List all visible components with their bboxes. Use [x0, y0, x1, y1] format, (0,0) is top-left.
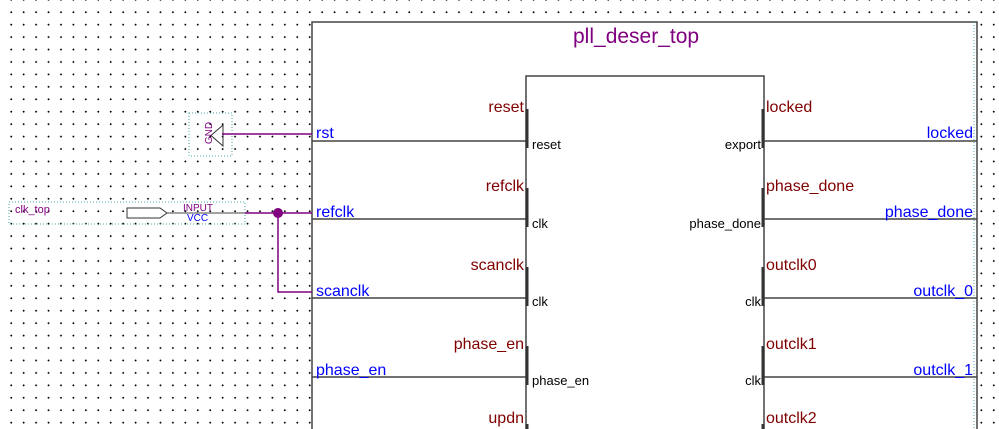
pin-label: refclk: [485, 178, 524, 195]
input-pin-type: INPUT: [183, 203, 213, 214]
inner-port-label: phase_done: [689, 216, 761, 231]
wires: [312, 140, 977, 378]
pin-label: phase_en: [453, 336, 524, 353]
port-label[interactable]: outclk_0: [913, 283, 973, 300]
junction-dot: [273, 208, 283, 218]
inner-block[interactable]: [525, 75, 765, 429]
pin-label: locked: [766, 99, 813, 116]
inner-port-label: clk: [745, 294, 761, 309]
pin-label: updn: [488, 410, 524, 427]
inner-port-label: reset: [532, 137, 561, 152]
input-pin-default: VCC: [187, 213, 209, 224]
port-label[interactable]: outclk_1: [913, 362, 973, 379]
input-pin-name[interactable]: clk_top: [15, 204, 50, 216]
inner-port-label: clk: [745, 373, 761, 388]
port-label[interactable]: scanclk: [316, 283, 370, 300]
gnd-icon: [210, 123, 224, 148]
pin-label: outclk1: [766, 336, 817, 353]
pin-stubs: [525, 109, 765, 429]
gnd-symbol-box[interactable]: [188, 112, 233, 157]
scanclk-net: [277, 213, 312, 293]
port-label[interactable]: refclk: [316, 204, 355, 221]
port-label[interactable]: phase_en: [316, 362, 387, 379]
port-label[interactable]: locked: [926, 125, 973, 142]
inner-port-label: clk: [532, 216, 548, 231]
inner-port-label: export: [724, 137, 761, 152]
pin-label: reset: [488, 99, 524, 116]
block-title: pll_deser_top: [573, 25, 700, 48]
pin-label: phase_done: [766, 178, 855, 195]
port-label[interactable]: phase_done: [884, 204, 973, 221]
pin-label: outclk0: [766, 257, 817, 274]
gnd-label: GND: [204, 121, 216, 145]
pin-label: scanclk: [470, 257, 524, 274]
inner-port-label: clk: [532, 294, 548, 309]
pin-label: outclk2: [766, 410, 817, 427]
input-pin-icon: [126, 207, 168, 219]
inner-port-label: phase_en: [532, 373, 590, 388]
port-label[interactable]: rst: [316, 125, 334, 142]
